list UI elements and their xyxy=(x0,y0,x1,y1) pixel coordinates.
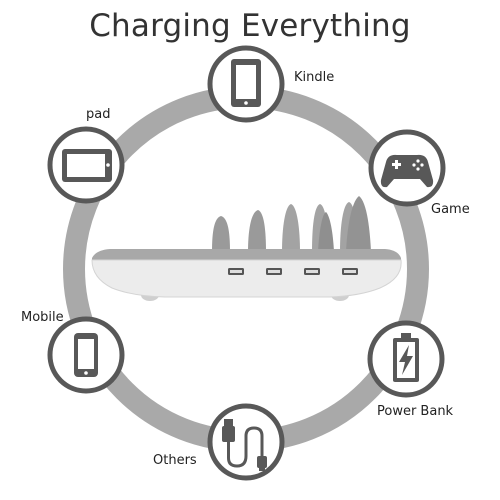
label-mobile: Mobile xyxy=(21,310,64,325)
label-game: Game xyxy=(431,202,470,217)
label-pad: pad xyxy=(86,107,111,122)
power-bank-node xyxy=(367,320,445,398)
mobile-node xyxy=(47,316,125,394)
kindle-node xyxy=(207,45,285,123)
game-node xyxy=(368,129,446,207)
gamepad-icon xyxy=(380,154,434,188)
landscape-tablet-icon xyxy=(62,149,112,182)
label-others: Others xyxy=(153,453,197,468)
charging-station xyxy=(91,196,402,301)
page-title: Charging Everything xyxy=(89,8,411,44)
pad-node xyxy=(47,126,125,204)
label-kindle: Kindle xyxy=(294,70,335,85)
tablet-icon xyxy=(231,59,261,107)
others-node xyxy=(207,403,285,481)
usb-cable-icon xyxy=(222,419,267,471)
label-power-bank: Power Bank xyxy=(377,404,454,419)
phone-icon xyxy=(74,333,98,377)
battery-bolt-icon xyxy=(393,333,419,382)
